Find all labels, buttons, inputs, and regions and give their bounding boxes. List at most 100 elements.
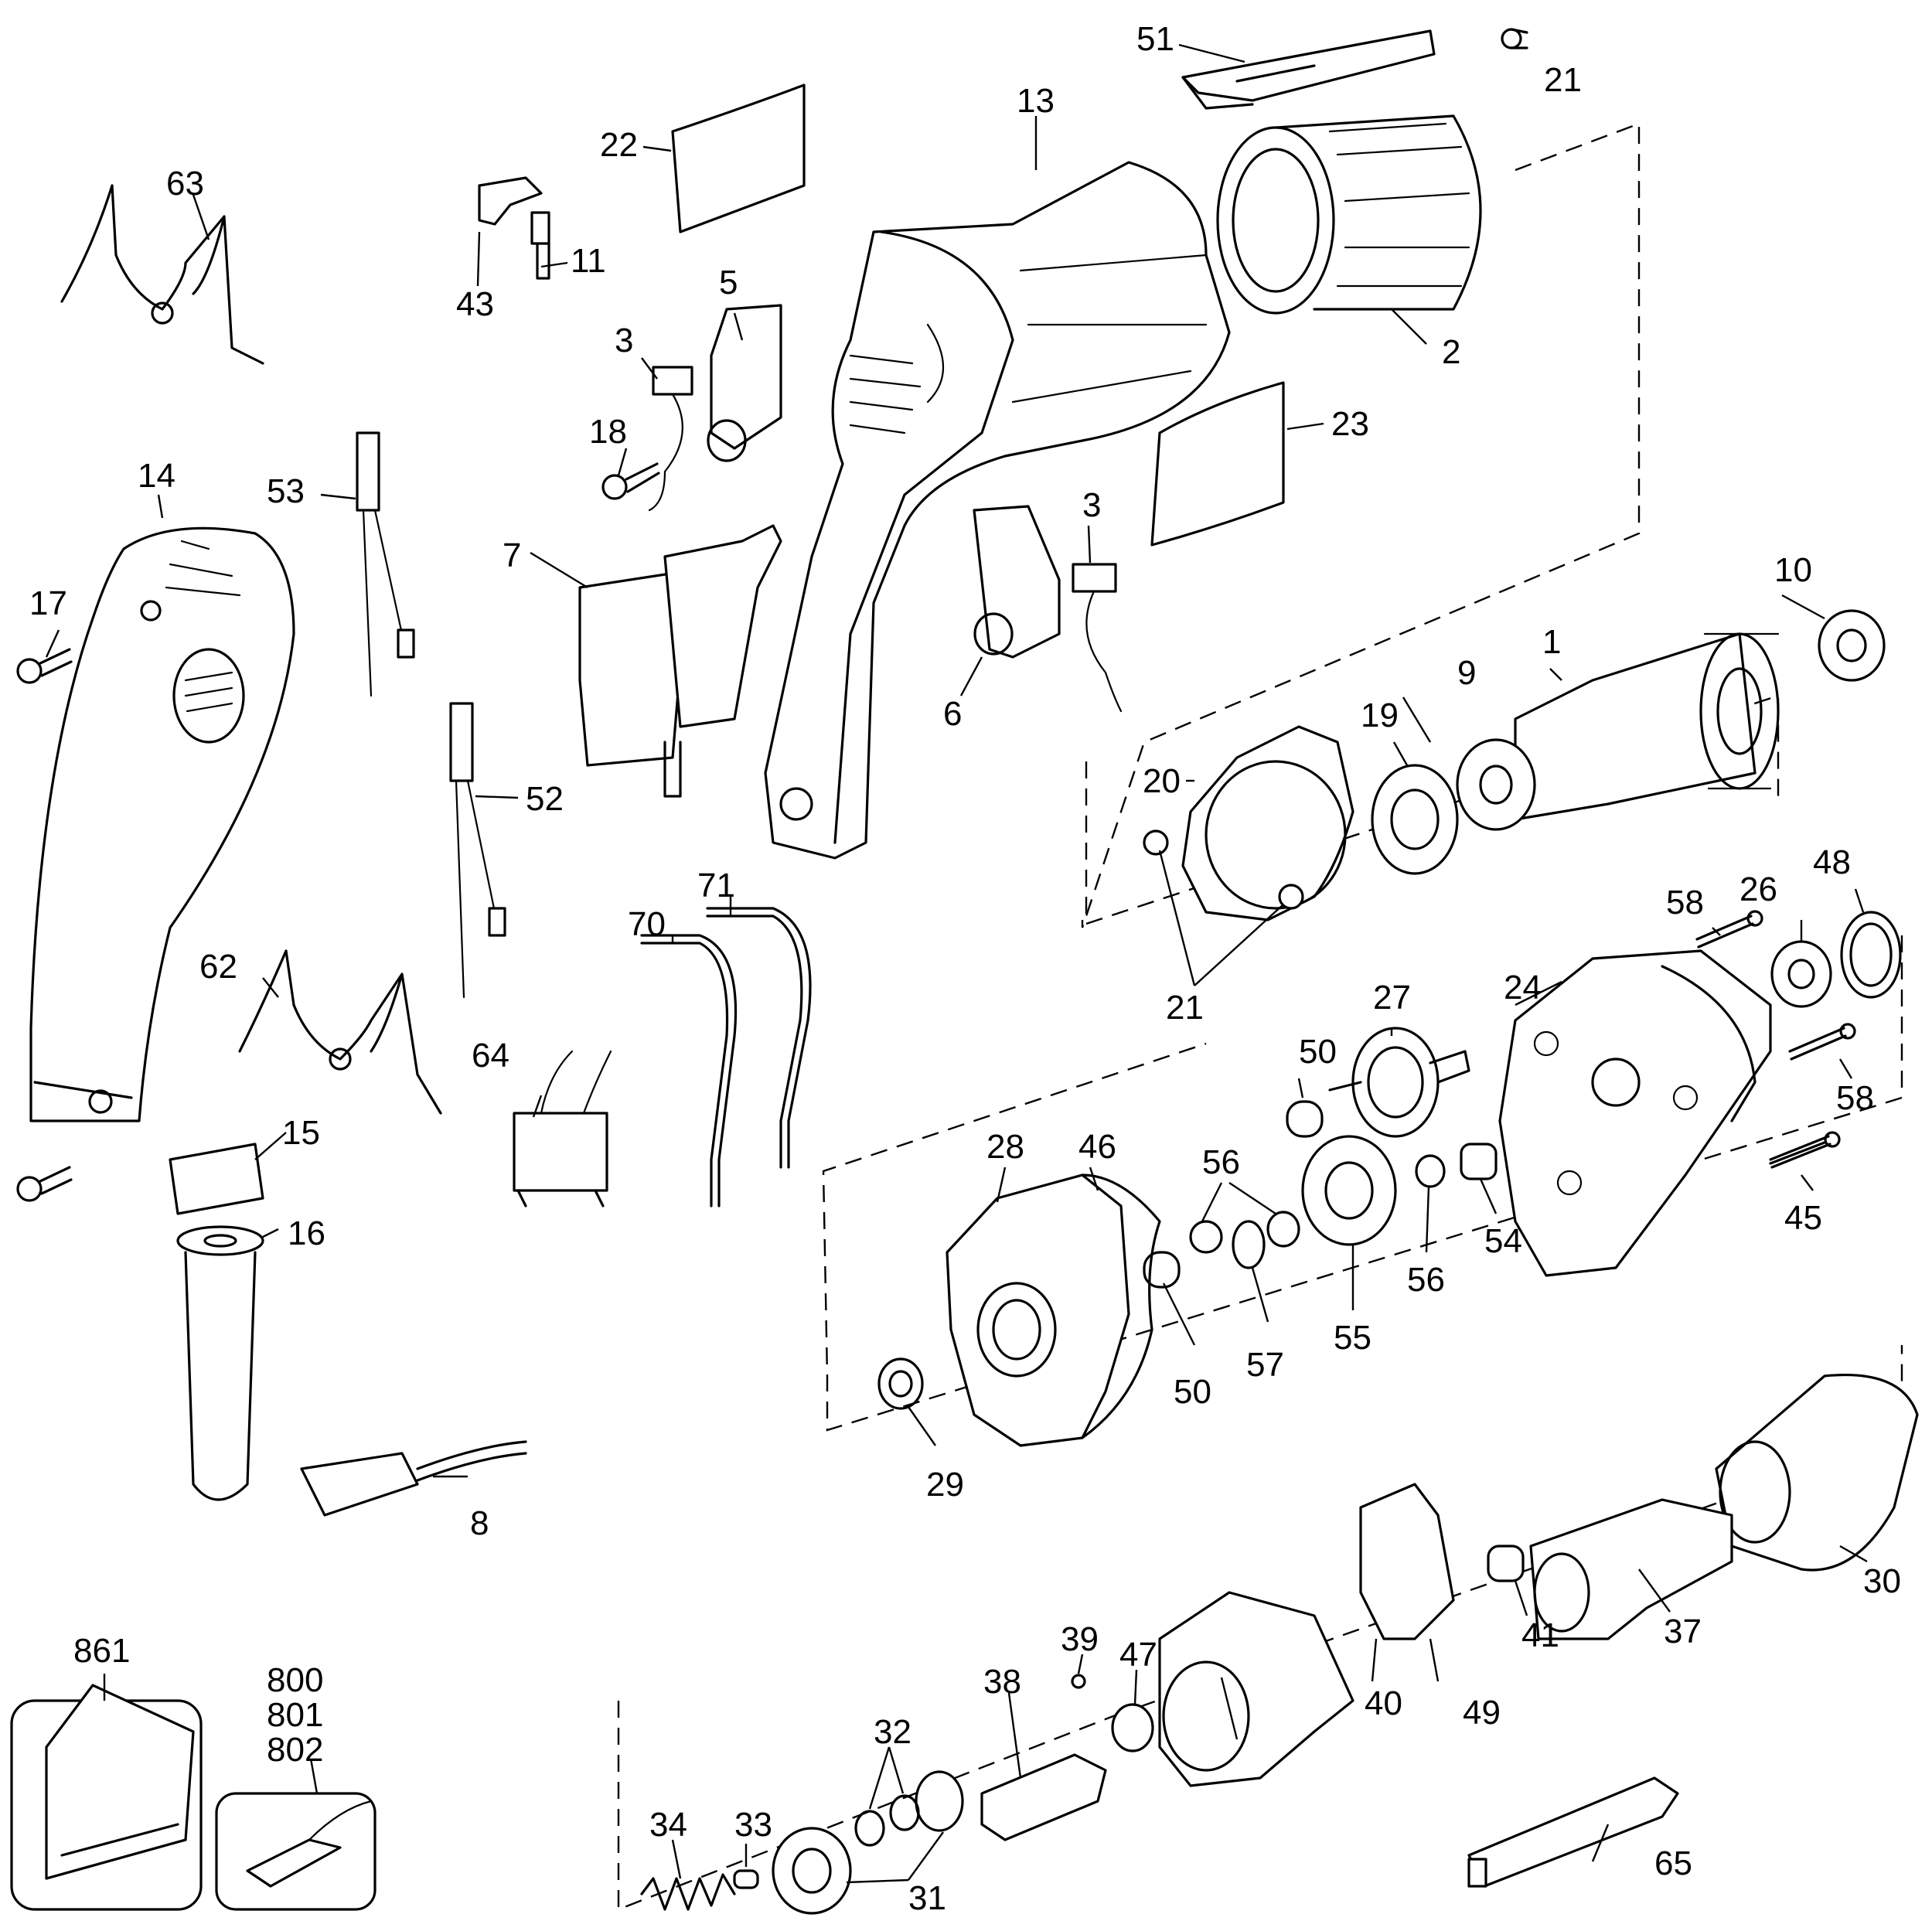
callout-labels: 51 21 13 22 63 43 11 5 3 2 18 23 14 53 3… (29, 20, 1901, 1917)
leader-lines (45, 43, 1868, 1884)
callout-38: 38 (983, 1663, 1021, 1701)
callout-18: 18 (589, 413, 627, 451)
part-14-handle (29, 526, 295, 1122)
part-26-bearing (1770, 940, 1832, 1008)
callout-10: 10 (1774, 551, 1812, 589)
part-55-gear (1301, 1135, 1397, 1246)
callout-49: 49 (1463, 1694, 1501, 1732)
callout-20: 20 (1143, 762, 1181, 800)
part-21-pins (1143, 829, 1304, 910)
part-49-clutch (1359, 1483, 1455, 1640)
callout-55: 55 (1334, 1319, 1371, 1357)
callout-58-upper: 58 (1666, 884, 1704, 921)
callout-23: 23 (1331, 405, 1369, 443)
callout-5: 5 (719, 264, 738, 301)
callout-54: 54 (1484, 1222, 1522, 1260)
callout-37: 37 (1664, 1613, 1702, 1650)
callout-46: 46 (1078, 1128, 1116, 1166)
callout-64: 64 (472, 1037, 509, 1075)
callout-801: 801 (267, 1696, 323, 1734)
part-9-commutator (1456, 738, 1536, 831)
callout-6: 6 (943, 695, 962, 733)
callout-52: 52 (526, 780, 564, 818)
callout-16: 16 (288, 1214, 325, 1252)
part-5-brush-holder (707, 304, 782, 462)
callout-32: 32 (874, 1713, 911, 1751)
callout-56-left: 56 (1202, 1143, 1240, 1181)
part-33-pin (733, 1869, 759, 1889)
callout-14: 14 (138, 457, 175, 495)
callout-47: 47 (1119, 1636, 1157, 1674)
part-63-leads (60, 184, 264, 365)
callout-8: 8 (470, 1504, 489, 1542)
part-56-washers (1189, 1154, 1446, 1254)
part-2-field-housing (1216, 114, 1482, 315)
part-27-gear (1328, 1027, 1470, 1138)
part-6-brush-holder (973, 505, 1061, 659)
part-7-switch (578, 524, 782, 798)
callout-51: 51 (1136, 20, 1174, 58)
part-34-spring (640, 1873, 736, 1911)
part-71-cord (706, 907, 812, 1169)
part-45-screw (1769, 1141, 1826, 1165)
callout-50-upper: 50 (1299, 1033, 1337, 1071)
part-51-plate (1181, 29, 1436, 110)
part-19-bearing (1371, 764, 1459, 875)
part-15-strain-relief (169, 1143, 264, 1215)
callout-30: 30 (1863, 1562, 1901, 1600)
part-20-baffle (1181, 725, 1354, 921)
callout-29: 29 (926, 1466, 964, 1504)
part-58-screws (1695, 910, 1856, 1169)
callout-21-lower: 21 (1166, 989, 1204, 1027)
callout-62: 62 (199, 948, 237, 986)
callout-9: 9 (1457, 654, 1476, 692)
callout-65: 65 (1654, 1844, 1692, 1882)
part-17-screw-b (16, 1166, 73, 1202)
part-43-clip (478, 176, 543, 226)
part-22-label-sheet (671, 83, 806, 233)
part-48-washer (1840, 911, 1902, 999)
part-70-cord (640, 934, 738, 1207)
callout-63: 63 (166, 165, 204, 203)
part-1-armature (1514, 632, 1780, 821)
callout-57: 57 (1246, 1346, 1284, 1384)
part-23-label-sheet (1150, 381, 1285, 547)
callout-27: 27 (1373, 979, 1411, 1017)
callout-58-lower: 58 (1836, 1079, 1874, 1117)
callout-1: 1 (1542, 623, 1561, 661)
callout-45: 45 (1784, 1199, 1822, 1237)
callout-13: 13 (1017, 82, 1055, 120)
callout-21-top: 21 (1544, 61, 1582, 99)
part-13-housing (764, 161, 1231, 860)
part-18-screw (601, 462, 660, 500)
part-40-clutch-housing (1158, 1591, 1354, 1787)
part-8-power-cord (300, 1440, 527, 1517)
callout-39: 39 (1061, 1620, 1099, 1658)
part-10-bearing (1818, 609, 1886, 682)
part-54-bearing (1460, 1143, 1498, 1180)
part-50-bushings (1143, 1100, 1324, 1289)
callout-7: 7 (503, 536, 521, 574)
part-64-terminal-block (513, 1050, 612, 1207)
part-53-lead (356, 431, 415, 697)
callout-22: 22 (600, 126, 638, 164)
part-37-sleeve (1529, 1498, 1733, 1640)
callout-3-lower: 3 (1082, 486, 1101, 524)
callout-17: 17 (29, 584, 67, 622)
part-861-case-box (10, 1684, 203, 1911)
callout-34: 34 (649, 1806, 687, 1844)
part-17-screw (16, 648, 73, 684)
part-38-spindle (980, 1753, 1107, 1841)
callout-802: 802 (267, 1731, 323, 1769)
part-16-cord-protector (176, 1225, 264, 1501)
part-32-orings (854, 1794, 920, 1847)
part-24-gear-case (1498, 949, 1772, 1277)
part-52-lead (449, 702, 506, 999)
callout-70: 70 (628, 905, 666, 943)
callout-48: 48 (1813, 843, 1851, 881)
callout-40: 40 (1365, 1684, 1402, 1722)
callout-31: 31 (908, 1879, 946, 1917)
part-29-washer (877, 1357, 924, 1410)
